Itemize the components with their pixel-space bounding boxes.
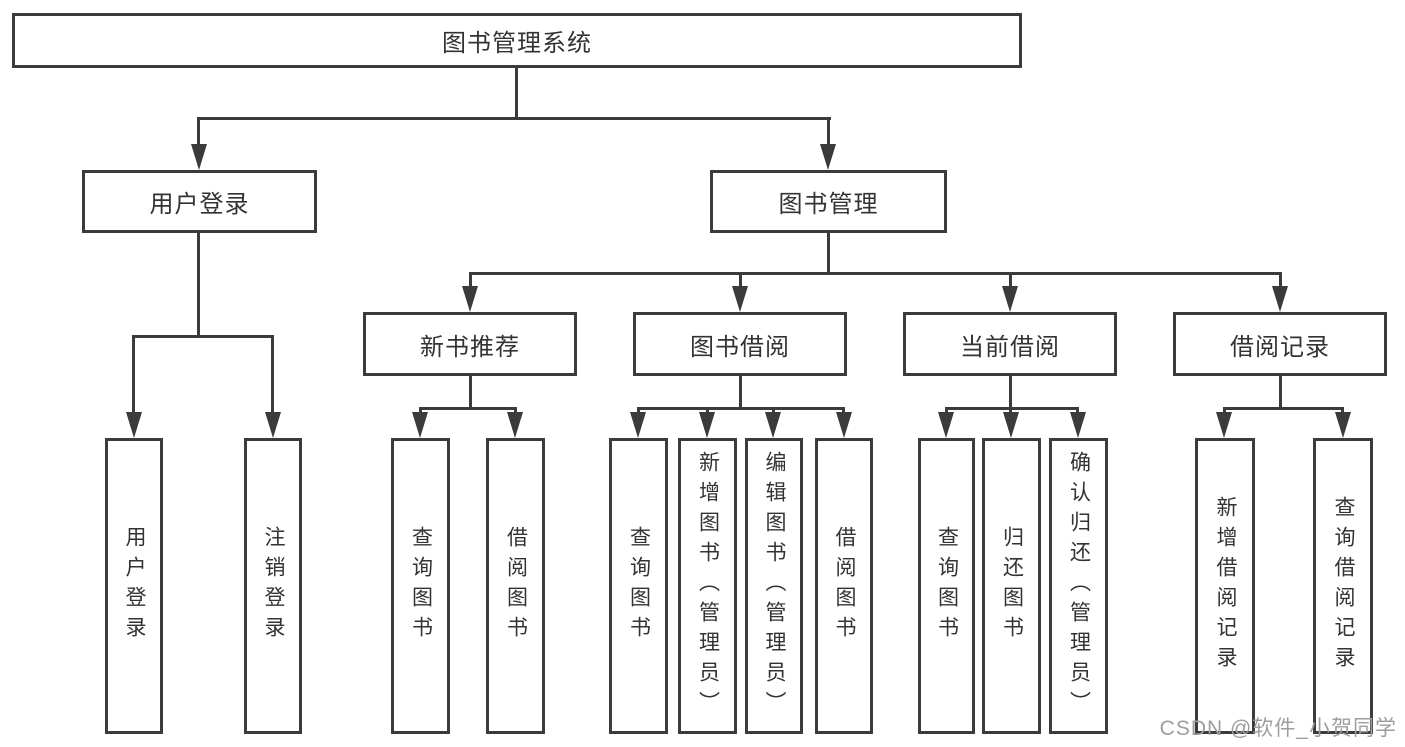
leaf-label: 编辑图书（管理员） (763, 451, 787, 721)
connector-line (637, 407, 640, 416)
down-arrow-icon (462, 286, 478, 312)
node-label: 借阅记录 (1230, 333, 1330, 361)
leaf-current-query-books: 查询图书 (918, 438, 975, 734)
leaf-label: 用户登录 (123, 526, 147, 646)
leaf-borrowing-add-books-admin: 新增图书（管理员） (678, 438, 737, 734)
connector-line (706, 407, 709, 416)
node-label: 新书推荐 (420, 333, 520, 361)
connector-line (1076, 407, 1079, 416)
connector-line (1009, 407, 1012, 416)
connector-line (469, 272, 1282, 275)
connector-line (132, 335, 274, 338)
node-book-borrowing: 图书借阅 (633, 312, 847, 376)
connector-line (945, 407, 1079, 410)
connector-line (1009, 376, 1012, 410)
connector-line (419, 407, 517, 410)
down-arrow-icon (507, 412, 523, 438)
leaf-label: 查询借阅记录 (1332, 496, 1356, 676)
leaf-label: 借阅图书 (833, 526, 857, 646)
down-arrow-icon (265, 412, 281, 438)
leaf-current-return-books: 归还图书 (982, 438, 1041, 734)
down-arrow-icon (1272, 286, 1288, 312)
leaf-label: 新增图书（管理员） (696, 451, 720, 721)
node-label: 图书管理 (778, 191, 879, 218)
connector-line (1223, 407, 1226, 416)
connector-line (1279, 272, 1282, 288)
down-arrow-icon (820, 144, 836, 170)
down-arrow-icon (765, 412, 781, 438)
node-borrowing-records: 借阅记录 (1173, 312, 1387, 376)
connector-line (469, 376, 472, 410)
node-new-book-recommend: 新书推荐 (363, 312, 577, 376)
down-arrow-icon (1003, 412, 1019, 438)
leaf-logout: 注销登录 (244, 438, 302, 734)
leaf-label: 借阅图书 (504, 526, 528, 646)
down-arrow-icon (1335, 412, 1351, 438)
leaf-label: 查询图书 (409, 526, 433, 646)
leaf-label: 归还图书 (1000, 526, 1024, 646)
connector-line (1223, 407, 1344, 410)
leaf-label: 查询图书 (935, 526, 959, 646)
connector-line (419, 407, 422, 416)
leaf-recommend-query-books: 查询图书 (391, 438, 450, 734)
node-current-borrowing: 当前借阅 (903, 312, 1117, 376)
connector-line (827, 117, 830, 147)
leaf-recommend-borrow-books: 借阅图书 (486, 438, 545, 734)
leaf-label: 新增借阅记录 (1214, 496, 1238, 676)
node-book-management: 图书管理 (710, 170, 947, 233)
leaf-borrowing-edit-books-admin: 编辑图书（管理员） (745, 438, 803, 734)
connector-line (197, 117, 200, 147)
connector-line (271, 335, 274, 415)
down-arrow-icon (1216, 412, 1232, 438)
connector-line (197, 117, 831, 120)
leaf-records-add-borrow-record: 新增借阅记录 (1195, 438, 1255, 734)
connector-line (515, 67, 518, 119)
leaf-label: 确认归还（管理员） (1067, 451, 1091, 721)
connector-line (739, 376, 742, 410)
node-label: 图书借阅 (690, 333, 790, 361)
node-user-login: 用户登录 (82, 170, 317, 233)
leaf-records-query-borrow-record: 查询借阅记录 (1313, 438, 1373, 734)
leaf-borrowing-borrow-books: 借阅图书 (815, 438, 873, 734)
leaf-label: 查询图书 (627, 526, 651, 646)
connector-line (132, 335, 135, 415)
connector-line (1009, 272, 1012, 288)
leaf-current-confirm-return-admin: 确认归还（管理员） (1049, 438, 1108, 734)
connector-line (827, 233, 830, 275)
down-arrow-icon (1002, 286, 1018, 312)
down-arrow-icon (191, 144, 207, 170)
node-label: 图书管理系统 (442, 30, 592, 57)
down-arrow-icon (836, 412, 852, 438)
connector-line (945, 407, 948, 416)
connector-line (739, 272, 742, 288)
connector-line (197, 233, 200, 338)
leaf-borrowing-query-books: 查询图书 (609, 438, 668, 734)
down-arrow-icon (1070, 412, 1086, 438)
down-arrow-icon (699, 412, 715, 438)
csdn-watermark: CSDN @软件_小贺同学 (1159, 717, 1397, 740)
leaf-label: 注销登录 (262, 526, 286, 646)
connector-line (772, 407, 775, 416)
down-arrow-icon (630, 412, 646, 438)
node-label: 当前借阅 (960, 333, 1060, 361)
connector-line (514, 407, 517, 416)
down-arrow-icon (126, 412, 142, 438)
connector-line (637, 407, 845, 410)
down-arrow-icon (412, 412, 428, 438)
connector-line (842, 407, 845, 416)
down-arrow-icon (732, 286, 748, 312)
connector-line (1341, 407, 1344, 416)
connector-line (469, 272, 472, 288)
connector-line (1279, 376, 1282, 410)
down-arrow-icon (938, 412, 954, 438)
node-library-management-system: 图书管理系统 (12, 13, 1022, 68)
leaf-user-login: 用户登录 (105, 438, 163, 734)
node-label: 用户登录 (149, 191, 250, 218)
